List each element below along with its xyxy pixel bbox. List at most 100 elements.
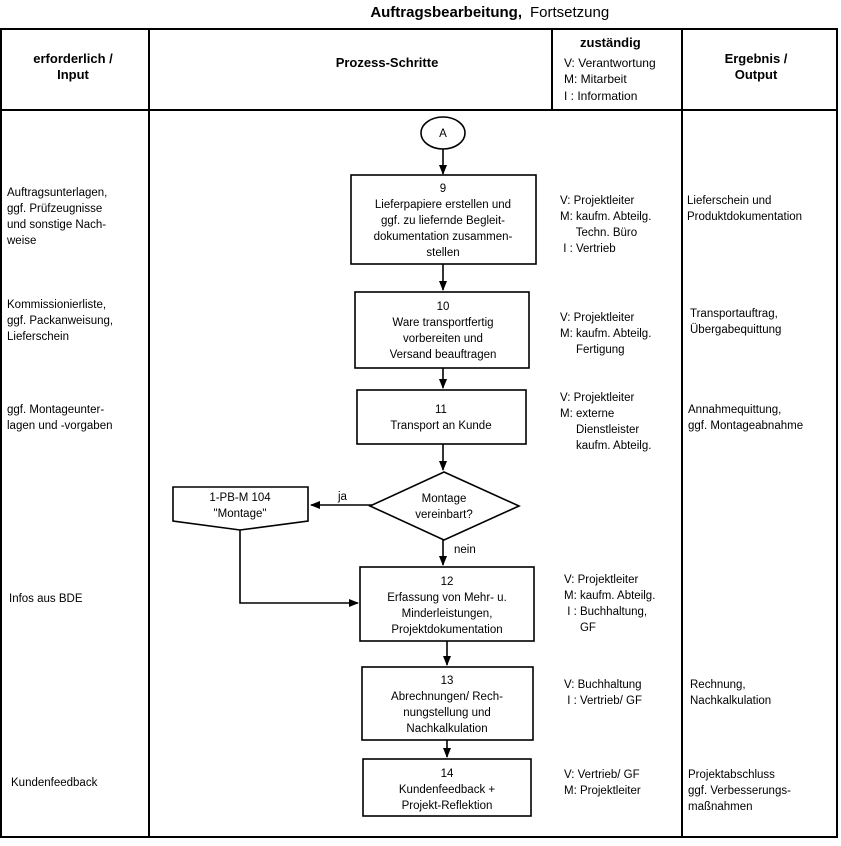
svg-text:Versand beauftragen: Versand beauftragen [390, 349, 497, 361]
page-subtitle: Fortsetzung [530, 4, 609, 21]
svg-text:M: kaufm. Abteilg.: M: kaufm. Abteilg. [560, 328, 651, 340]
input-step-10: Kommissionierliste, ggf. Packanweisung, … [7, 299, 113, 343]
page-title: Auftragsbearbeitung, [370, 4, 522, 21]
svg-text:maßnahmen: maßnahmen [688, 801, 753, 813]
svg-text:9: 9 [440, 183, 446, 195]
connector-a: A [420, 116, 466, 150]
responsible-step-13: V: Buchhaltung I : Vertrieb/ GF [564, 679, 642, 707]
table-frame [0, 28, 838, 838]
output-step-11: Annahmequittung, ggf. Montageabnahme [688, 404, 803, 432]
svg-text:Projektabschluss: Projektabschluss [688, 769, 775, 781]
svg-text:V: Vertrieb/ GF: V: Vertrieb/ GF [564, 769, 640, 781]
svg-text:M: Mitarbeit: M: Mitarbeit [564, 72, 627, 86]
svg-text:ggf. Montageunter-: ggf. Montageunter- [7, 404, 104, 416]
responsible-step-12: V: Projektleiter M: kaufm. Abteilg. I : … [564, 574, 655, 634]
svg-text:Kundenfeedback +: Kundenfeedback + [399, 784, 496, 796]
svg-text:Dienstleister: Dienstleister [560, 424, 639, 436]
svg-text:Projektdokumentation: Projektdokumentation [391, 624, 502, 636]
svg-text:ggf. Montageabnahme: ggf. Montageabnahme [688, 420, 803, 432]
svg-text:zuständig: zuständig [580, 35, 641, 50]
svg-text:13: 13 [441, 675, 454, 687]
svg-text:"Montage": "Montage" [214, 508, 267, 520]
svg-text:I : Information: I : Information [564, 89, 637, 103]
svg-text:Annahmequittung,: Annahmequittung, [688, 404, 781, 416]
svg-text:Auftragsunterlagen,: Auftragsunterlagen, [7, 187, 107, 199]
output-step-9: Lieferschein und Produktdokumentation [687, 195, 802, 223]
svg-text:Erfassung von Mehr- u.: Erfassung von Mehr- u. [387, 592, 507, 604]
svg-text:Lieferschein und: Lieferschein und [687, 195, 771, 207]
svg-text:Techn. Büro: Techn. Büro [560, 227, 637, 239]
header-responsible: zuständig V: Verantwortung M: Mitarbeit … [564, 35, 656, 103]
responsible-step-9: V: Projektleiter M: kaufm. Abteilg. Tech… [560, 195, 651, 255]
svg-text:Lieferschein: Lieferschein [7, 331, 69, 343]
input-step-9: Auftragsunterlagen, ggf. Prüfzeugnisse u… [6, 187, 107, 247]
svg-text:stellen: stellen [426, 247, 459, 259]
process-step-13: 13 Abrechnungen/ Rech- nungstellung und … [361, 666, 534, 741]
svg-text:erforderlich /: erforderlich / [33, 51, 113, 66]
svg-text:Produktdokumentation: Produktdokumentation [687, 211, 802, 223]
svg-text:Rechnung,: Rechnung, [690, 679, 746, 691]
responsible-step-14: V: Vertrieb/ GF M: Projektleiter [564, 769, 641, 797]
svg-text:V: Projektleiter: V: Projektleiter [560, 392, 635, 404]
header-process: Prozess-Schritte [336, 55, 439, 70]
svg-text:I : Buchhaltung,: I : Buchhaltung, [564, 606, 647, 618]
decision-yes-label: ja [337, 491, 348, 503]
input-step-12: Infos aus BDE [9, 593, 83, 605]
svg-text:Fertigung: Fertigung [560, 344, 625, 356]
svg-text:lagen und -vorgaben: lagen und -vorgaben [7, 420, 113, 432]
svg-text:M: kaufm. Abteilg.: M: kaufm. Abteilg. [564, 590, 655, 602]
svg-text:Kundenfeedback: Kundenfeedback [11, 777, 98, 789]
svg-text:und sonstige Nach-: und sonstige Nach- [7, 219, 106, 231]
input-step-11: ggf. Montageunter- lagen und -vorgaben [7, 404, 113, 432]
svg-text:vorbereiten und: vorbereiten und [403, 333, 483, 345]
svg-text:Nachkalkulation: Nachkalkulation [690, 695, 771, 707]
svg-text:Kommissionierliste,: Kommissionierliste, [7, 299, 106, 311]
reference-montage: 1-PB-M 104 "Montage" [172, 486, 309, 531]
svg-text:V: Buchhaltung: V: Buchhaltung [564, 679, 642, 691]
svg-text:14: 14 [441, 768, 454, 780]
svg-text:Minderleistungen,: Minderleistungen, [402, 608, 493, 620]
process-step-11: 11 Transport an Kunde [356, 389, 527, 445]
svg-text:Input: Input [57, 67, 89, 82]
svg-text:10: 10 [437, 301, 450, 313]
svg-text:ggf. zu liefernde Begleit-: ggf. zu liefernde Begleit- [381, 215, 505, 227]
process-step-9: 9 Lieferpapiere erstellen und ggf. zu li… [350, 174, 537, 265]
svg-text:Ergebnis /: Ergebnis / [725, 51, 788, 66]
svg-text:Übergabequittung: Übergabequittung [690, 324, 781, 336]
process-step-14: 14 Kundenfeedback + Projekt-Reflektion [362, 758, 532, 817]
svg-text:Ware transportfertig: Ware transportfertig [392, 317, 493, 329]
svg-text:ggf. Verbesserungs-: ggf. Verbesserungs- [688, 785, 791, 797]
output-step-10: Transportauftrag, Übergabequittung [690, 308, 781, 336]
output-step-13: Rechnung, Nachkalkulation [690, 679, 771, 707]
svg-text:Output: Output [735, 67, 778, 82]
svg-text:V: Projektleiter: V: Projektleiter [564, 574, 639, 586]
process-step-12: 12 Erfassung von Mehr- u. Minderleistung… [359, 566, 535, 642]
svg-text:Nachkalkulation: Nachkalkulation [406, 723, 487, 735]
svg-text:I : Vertrieb/ GF: I : Vertrieb/ GF [564, 695, 642, 707]
svg-text:kaufm. Abteilg.: kaufm. Abteilg. [560, 440, 651, 452]
svg-text:1-PB-M 104: 1-PB-M 104 [209, 492, 271, 504]
svg-text:M: kaufm. Abteilg.: M: kaufm. Abteilg. [560, 211, 651, 223]
svg-text:dokumentation zusammen-: dokumentation zusammen- [374, 231, 513, 243]
flow-arrows [239, 149, 451, 758]
svg-text:nungstellung und: nungstellung und [403, 707, 491, 719]
svg-text:M: externe: M: externe [560, 408, 614, 420]
svg-text:M: Projektleiter: M: Projektleiter [564, 785, 641, 797]
svg-text:vereinbart?: vereinbart? [415, 509, 473, 521]
svg-text:V: Verantwortung: V: Verantwortung [564, 56, 656, 70]
responsible-step-10: V: Projektleiter M: kaufm. Abteilg. Fert… [560, 312, 651, 356]
svg-text:11: 11 [435, 404, 447, 416]
input-step-14: Kundenfeedback [11, 777, 98, 789]
svg-text:GF: GF [564, 622, 596, 634]
responsible-step-11: V: Projektleiter M: externe Dienstleiste… [560, 392, 651, 452]
svg-text:Projekt-Reflektion: Projekt-Reflektion [402, 800, 493, 812]
svg-text:ggf. Prüfzeugnisse: ggf. Prüfzeugnisse [7, 203, 102, 215]
svg-text:weise: weise [6, 235, 36, 247]
svg-text:12: 12 [441, 576, 454, 588]
process-step-10: 10 Ware transportfertig vorbereiten und … [354, 291, 530, 369]
svg-text:Lieferpapiere erstellen und: Lieferpapiere erstellen und [375, 199, 511, 211]
svg-text:Abrechnungen/ Rech-: Abrechnungen/ Rech- [391, 691, 503, 703]
decision-no-label: nein [454, 544, 476, 556]
